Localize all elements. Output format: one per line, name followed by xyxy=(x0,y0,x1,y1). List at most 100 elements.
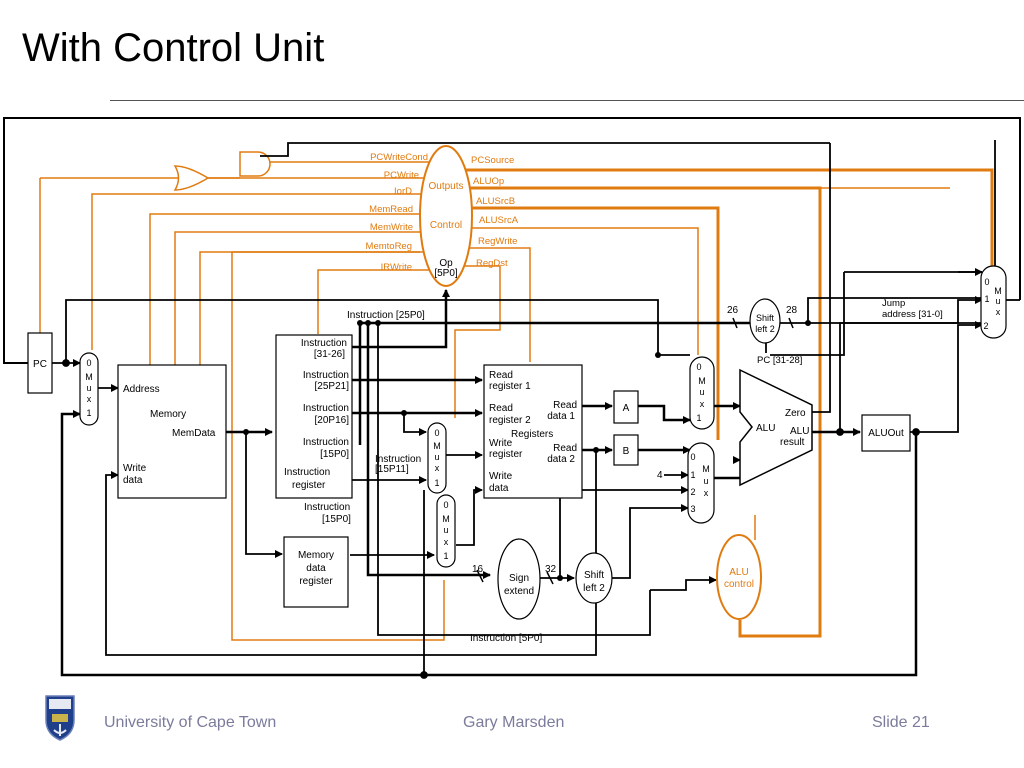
shift-left-2-bottom: Shift left 2 xyxy=(575,552,613,604)
svg-text:Read: Read xyxy=(553,443,577,454)
svg-text:data: data xyxy=(123,475,143,486)
or-gate xyxy=(173,165,210,191)
svg-text:x: x xyxy=(444,537,449,547)
svg-text:x: x xyxy=(700,399,705,409)
label-instr-25-0: Instruction [25P0] xyxy=(347,310,425,321)
svg-text:x: x xyxy=(704,488,709,498)
title-divider xyxy=(110,100,1024,101)
label-instr-15-0a: Instruction xyxy=(304,502,350,513)
wire-aluop xyxy=(468,186,822,638)
mux-pcsource: 0 1 2 M u x xyxy=(980,265,1007,339)
footer-university: University of Cape Town xyxy=(104,714,277,731)
svg-text:0: 0 xyxy=(696,362,701,372)
svg-text:Write: Write xyxy=(489,438,513,449)
multicycle-datapath-diagram: Outputs Control Op [5P0] PCWriteCond PCW… xyxy=(3,117,1021,679)
svg-text:M: M xyxy=(698,376,706,386)
svg-text:Sign: Sign xyxy=(509,573,529,584)
svg-text:M: M xyxy=(702,464,710,474)
control-outputs-label: Outputs xyxy=(428,181,463,192)
control-signal-labels: PCWriteCond PCWrite IorD MemRead MemWrit… xyxy=(366,152,519,273)
svg-text:control: control xyxy=(724,579,754,590)
svg-text:ALU: ALU xyxy=(729,567,748,578)
label-instr-15-0b: [15P0] xyxy=(322,514,351,525)
wire-memwrite xyxy=(174,231,420,365)
sig-irwrite: IRWrite xyxy=(381,262,412,273)
alu-control: ALU control xyxy=(716,534,762,620)
label-jump-1: Jump xyxy=(882,298,905,309)
sig-iord: IorD xyxy=(394,186,412,197)
sig-aluop: ALUOp xyxy=(473,176,504,187)
svg-text:Shift: Shift xyxy=(756,313,775,323)
svg-text:0: 0 xyxy=(690,452,695,462)
svg-text:M: M xyxy=(85,372,93,382)
wire-alusrca xyxy=(466,227,699,355)
svg-text:2: 2 xyxy=(983,321,988,331)
memory-block: Address Memory MemData Write data xyxy=(117,364,227,499)
svg-text:x: x xyxy=(87,394,92,404)
sig-alusrca: ALUSrcA xyxy=(479,215,519,226)
sig-pcwritecond: PCWriteCond xyxy=(370,152,428,163)
and-gate xyxy=(239,151,271,177)
control-unit: Outputs Control Op [5P0] xyxy=(419,145,473,287)
mux-alusrca: 0 M u x 1 xyxy=(689,356,715,430)
pc-label: PC xyxy=(33,359,47,370)
svg-text:M: M xyxy=(442,514,450,524)
slide-title: With Control Unit xyxy=(22,26,325,70)
svg-text:2: 2 xyxy=(690,487,695,497)
svg-text:data: data xyxy=(489,483,509,494)
svg-text:ALU: ALU xyxy=(756,423,775,434)
svg-text:Read: Read xyxy=(489,403,513,414)
svg-text:register: register xyxy=(299,576,333,587)
svg-text:register: register xyxy=(292,480,326,491)
svg-text:Address: Address xyxy=(123,384,160,395)
svg-text:[25P21]: [25P21] xyxy=(315,381,350,392)
svg-text:M: M xyxy=(433,441,441,451)
svg-text:Write: Write xyxy=(489,471,513,482)
and-or-gates xyxy=(173,151,271,191)
svg-text:result: result xyxy=(780,437,805,448)
svg-text:A: A xyxy=(623,403,630,414)
svg-text:Shift: Shift xyxy=(584,570,604,581)
svg-text:data 2: data 2 xyxy=(547,454,575,465)
svg-text:Instruction: Instruction xyxy=(284,467,330,478)
svg-text:M: M xyxy=(994,286,1002,296)
svg-text:u: u xyxy=(434,452,439,462)
label-instr-5-0: Instruction [5P0] xyxy=(470,633,542,644)
svg-text:1: 1 xyxy=(696,413,701,423)
wire-irwrite xyxy=(317,269,430,334)
svg-text:Registers: Registers xyxy=(511,429,553,440)
svg-text:[15P0]: [15P0] xyxy=(320,449,349,460)
shift-left-2-top: Shift left 2 xyxy=(749,298,781,344)
label-16: 16 xyxy=(472,564,484,575)
svg-text:1: 1 xyxy=(443,551,448,561)
svg-text:Memory: Memory xyxy=(150,409,186,420)
svg-text:Instruction: Instruction xyxy=(301,338,347,349)
svg-text:x: x xyxy=(996,307,1001,317)
svg-text:ALU: ALU xyxy=(790,426,809,437)
svg-text:ALUOut: ALUOut xyxy=(868,428,904,439)
sign-extend: Sign extend xyxy=(497,538,541,620)
wire-pc-loop xyxy=(3,117,1021,364)
constant-four: 4 xyxy=(657,470,663,481)
svg-text:1: 1 xyxy=(86,408,91,418)
svg-text:0: 0 xyxy=(86,358,91,368)
label-32: 32 xyxy=(545,564,557,575)
svg-text:left 2: left 2 xyxy=(755,324,775,334)
svg-text:u: u xyxy=(699,387,704,397)
svg-text:Zero: Zero xyxy=(785,408,806,419)
svg-text:u: u xyxy=(703,476,708,486)
wire-pc-to-alu-mux xyxy=(65,299,690,363)
svg-text:0: 0 xyxy=(443,500,448,510)
svg-text:data: data xyxy=(306,563,326,574)
wire-zero-to-and xyxy=(260,142,830,157)
svg-text:left 2: left 2 xyxy=(583,583,605,594)
mux-memtoreg: 0 M u x 1 xyxy=(436,494,456,568)
svg-text:Instruction: Instruction xyxy=(303,370,349,381)
wire-memtoreg-to-mux xyxy=(231,251,445,641)
svg-text:u: u xyxy=(995,296,1000,306)
svg-text:Read: Read xyxy=(489,370,513,381)
svg-text:Write: Write xyxy=(123,463,147,474)
memory-data-register: Memory data register xyxy=(283,536,349,608)
svg-text:MemData: MemData xyxy=(172,428,216,439)
wire-iord xyxy=(91,193,430,350)
